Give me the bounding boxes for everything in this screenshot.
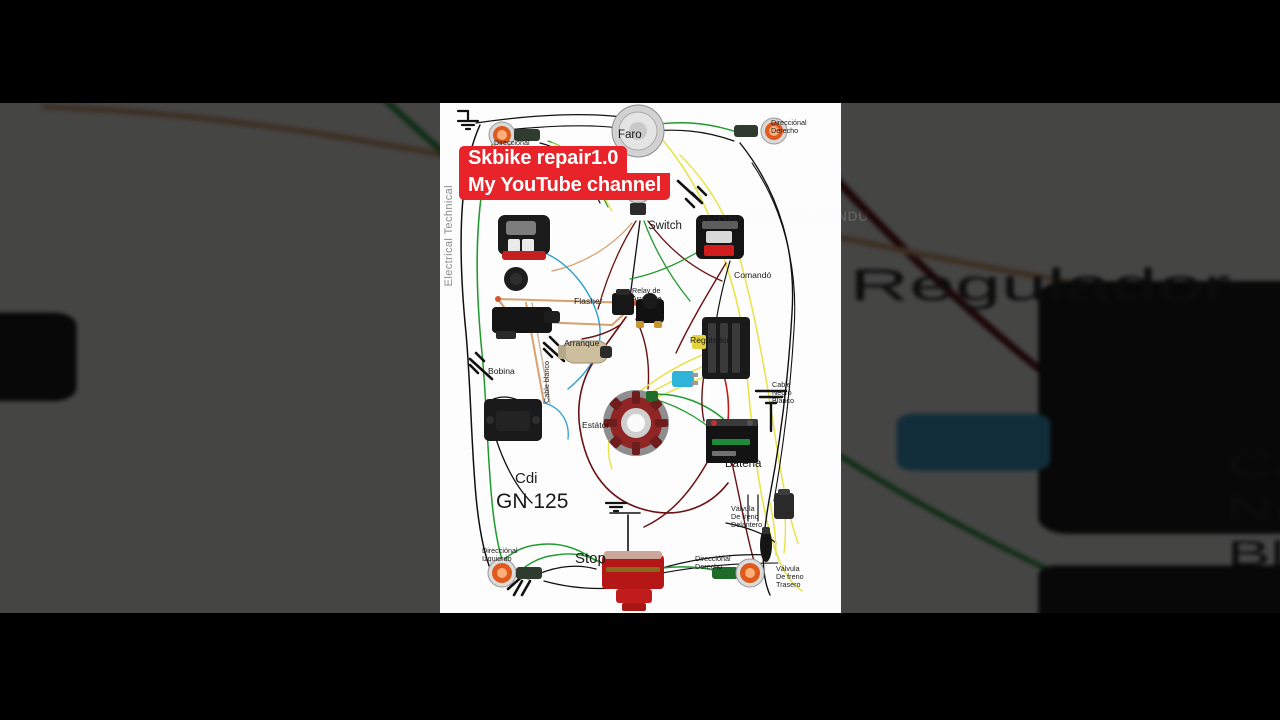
label-comando: Comandó — [734, 270, 772, 280]
label-direccional-der-bot: Direcciónal Derecho — [695, 554, 731, 572]
label-direccional-der-top: Direcciónal Derecho — [771, 118, 807, 136]
letterbox-top — [0, 0, 1280, 103]
instagram-icon — [789, 172, 819, 207]
label-regulador: Regulador — [690, 335, 730, 345]
label-bobina: Bobina — [488, 366, 515, 376]
label-flasher: Flasher — [574, 296, 603, 306]
svg-text:Cable: Cable — [1227, 446, 1280, 485]
label-valvula-delantero: Válvula De freno Delantero — [731, 504, 763, 530]
side-caption-text: Electrical Technical — [443, 185, 455, 287]
channel-watermark: SUDHAKRUSHNA KUNDU — [686, 208, 869, 224]
svg-text:Negró: Negró — [1227, 490, 1280, 529]
promo-banner-line-2: My YouTube channel — [459, 173, 671, 200]
label-estator: Estátor — [582, 420, 610, 430]
letterbox-bottom — [0, 613, 1280, 720]
label-switch: Switch — [648, 220, 682, 232]
svg-text:Blanco: Blanco — [1227, 535, 1280, 574]
label-direccional-izq-top: Direcciónal — [494, 138, 530, 147]
promo-banner: Skbike repair1.0 My YouTube channel — [459, 146, 671, 200]
label-arranque: Arranque — [564, 338, 600, 348]
label-gn125: GN 125 — [496, 490, 569, 513]
label-bateria: Bateria — [725, 458, 762, 470]
label-relay-de-arranque: Relay de Arranque — [632, 286, 662, 304]
label-cable-blanco: Cable blanco — [542, 361, 551, 403]
svg-text:Regulador: Regulador — [849, 261, 1230, 310]
label-cable-negro-blanco: Cable Negró Blanco — [772, 380, 794, 406]
label-valvula-trasero: Válvula De freno Trasero — [776, 564, 804, 590]
label-cdi: Cdi — [515, 470, 538, 487]
promo-banner-line-1: Skbike repair1.0 — [459, 146, 628, 173]
label-faro: Faro — [618, 129, 642, 141]
label-stop: Stop — [575, 550, 606, 567]
label-direccional-izq-bot: Direcciónal Izquierdo — [482, 546, 518, 564]
